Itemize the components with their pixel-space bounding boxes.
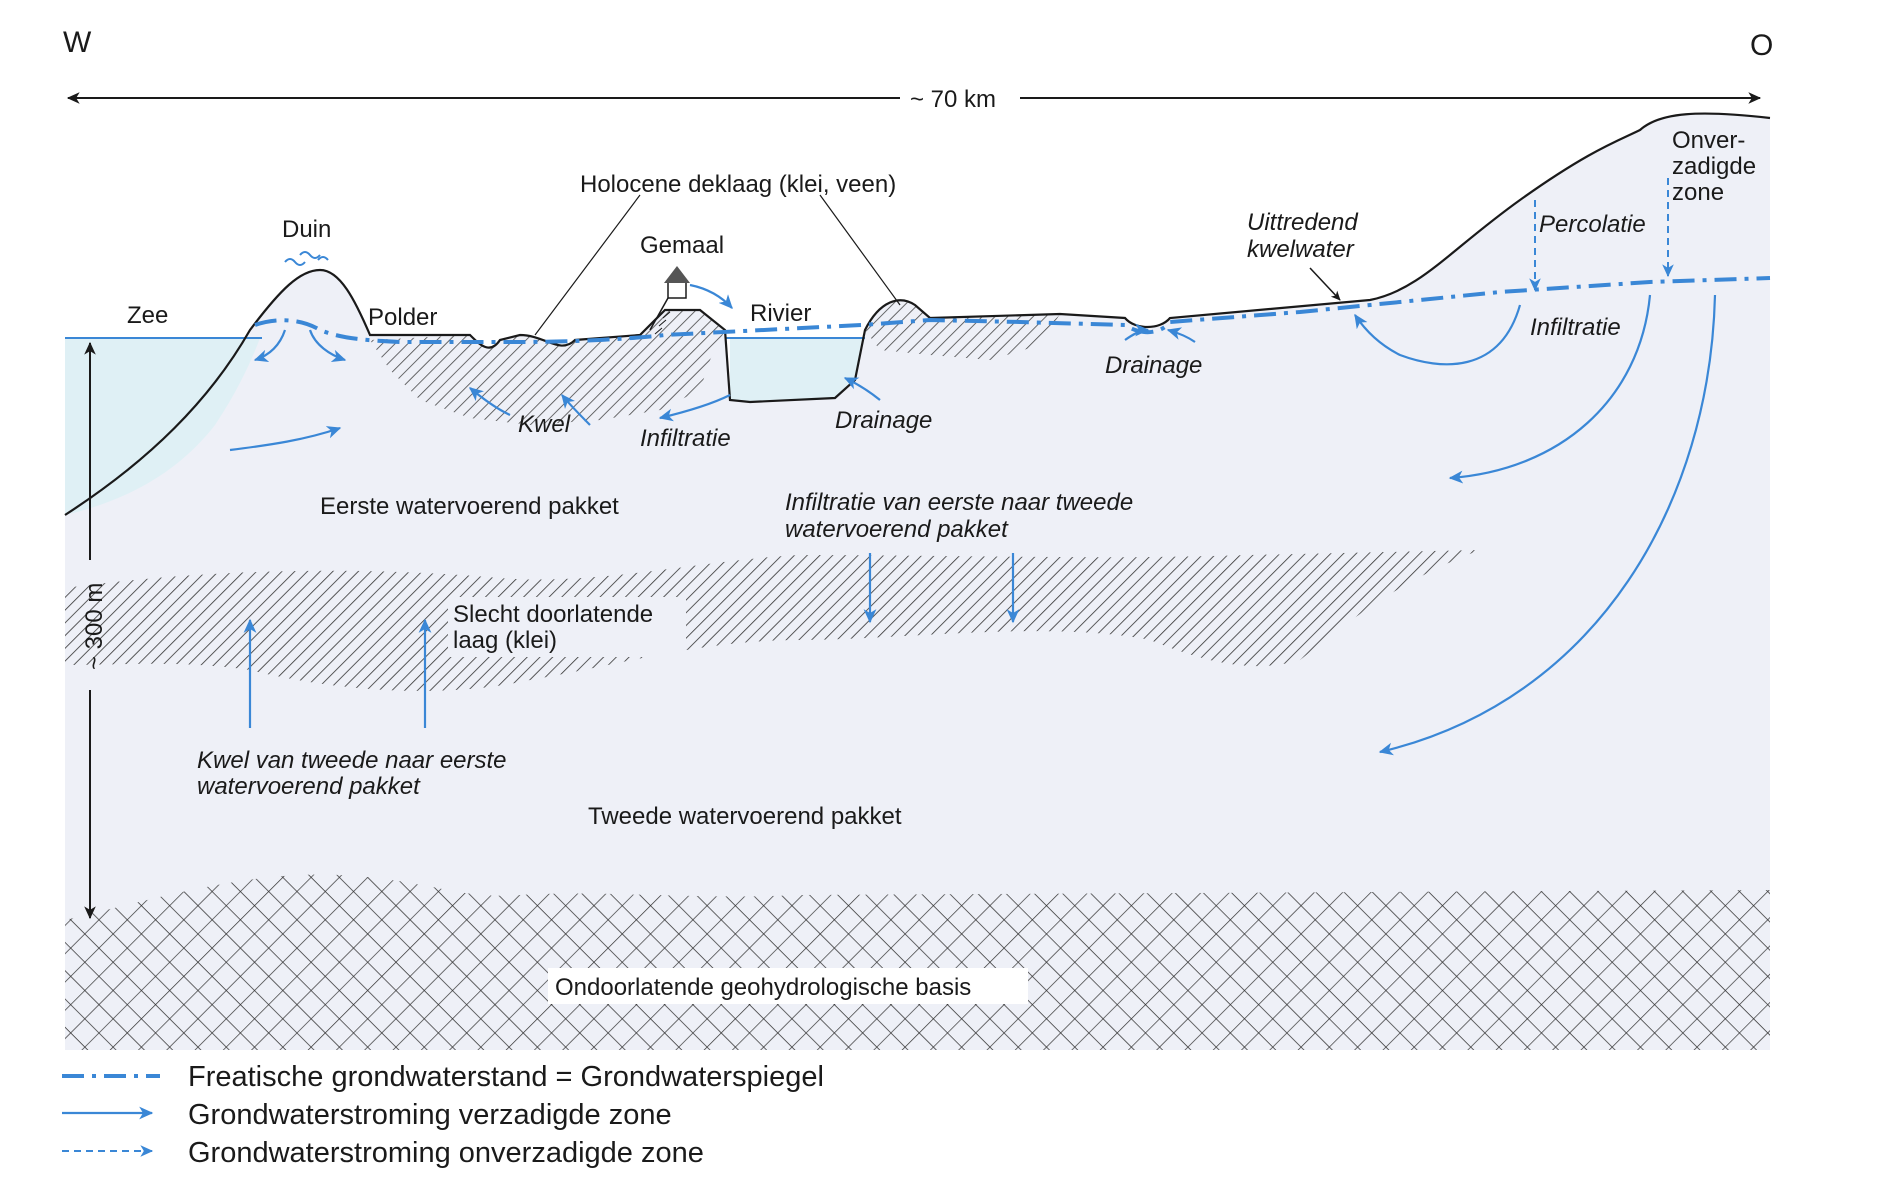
dune-spray-icon: [284, 251, 329, 266]
basis-label-bg: [548, 968, 1028, 1004]
basis-label: Ondoorlatende geohydrologische basis: [555, 974, 971, 1001]
distance-label: ~ 70 km: [910, 86, 996, 113]
onverzadigd-label-2: zadigde: [1672, 153, 1756, 180]
gemaal-building: [649, 266, 690, 335]
flow-arrows-saturated: [229, 283, 1717, 756]
gemaal-label: Gemaal: [640, 232, 724, 259]
east-label: O: [1750, 29, 1773, 62]
kwel-label: Kwel: [518, 411, 571, 438]
percolatie-label: Percolatie: [1539, 211, 1646, 238]
drainage-oost-label: Drainage: [1105, 352, 1202, 379]
onverzadigd-label-1: Onver-: [1672, 127, 1745, 154]
holocene-leader-right: [819, 194, 901, 306]
infiltratie-rivier-label: Infiltratie: [640, 425, 731, 452]
slecht-label-2: laag (klei): [453, 627, 557, 654]
legend-label-groundwater-table: Freatische grondwaterstand = Grondwaters…: [188, 1061, 824, 1093]
holocene-leader-left: [534, 194, 641, 336]
duin-label: Duin: [282, 216, 331, 243]
infiltratie-oost-label: Infiltratie: [1530, 314, 1621, 341]
infiltratie-tweede-label-1: Infiltratie van eerste naar tweede: [785, 489, 1133, 516]
zee-label: Zee: [127, 302, 168, 329]
legend-label-unsaturated-flow: Grondwaterstroming onverzadigde zone: [188, 1137, 704, 1169]
slecht-label-bg: [448, 597, 686, 657]
legend-label-saturated-flow: Grondwaterstroming verzadigde zone: [188, 1099, 672, 1131]
infiltratie-tweede-label-2: watervoerend pakket: [785, 516, 1009, 543]
holocene-label: Holocene deklaag (klei, veen): [580, 171, 896, 198]
surface-outline: [64, 112, 1771, 516]
depth-label: ~ 300 m: [81, 583, 108, 670]
impermeable-base: [65, 874, 1770, 1050]
eerste-pakket-label: Eerste watervoerend pakket: [320, 493, 619, 520]
slecht-label-1: Slecht doorlatende: [453, 601, 653, 628]
clay-layer: [65, 550, 1480, 691]
legend: Freatische grondwaterstand = Grondwaters…: [62, 1061, 824, 1169]
kwel-tweede-label-1: Kwel van tweede naar eerste: [197, 747, 507, 774]
west-label: W: [63, 26, 92, 59]
flow-arrows-unsaturated: [1529, 178, 1674, 292]
onverzadigd-label-3: zone: [1672, 179, 1724, 206]
holocene-layer-east: [865, 300, 1060, 360]
river-water: [730, 338, 862, 402]
tweede-pakket-label: Tweede watervoerend pakket: [588, 803, 902, 830]
sea: [65, 338, 260, 515]
polder-label: Polder: [368, 304, 437, 331]
uittredend-leader: [1309, 267, 1341, 301]
uittredend-label-1: Uittredend: [1247, 209, 1358, 236]
rivier-label: Rivier: [750, 300, 811, 327]
kwel-tweede-label-2: watervoerend pakket: [197, 773, 421, 800]
uittredend-label-2: kwelwater: [1247, 236, 1355, 263]
drainage-rivier-label: Drainage: [835, 407, 932, 434]
